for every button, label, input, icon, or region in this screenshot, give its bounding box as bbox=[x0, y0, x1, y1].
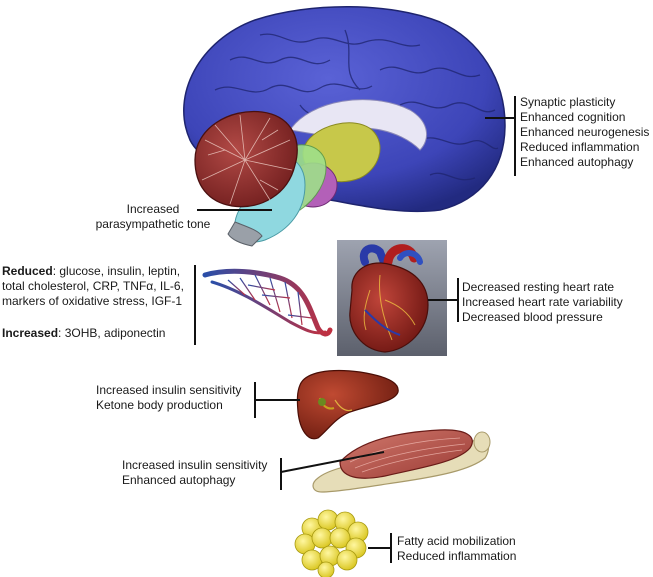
spinal-cord bbox=[227, 221, 263, 247]
liver-effect-item: Ketone body production bbox=[96, 398, 223, 412]
reduced-markers-line: : glucose, insulin, leptin, bbox=[52, 264, 181, 278]
brain-effect-item: Synaptic plasticity bbox=[520, 95, 616, 109]
brain-effects-list: Synaptic plasticity Enhanced cognition E… bbox=[520, 95, 649, 170]
muscle bbox=[339, 429, 473, 479]
muscle-illustration bbox=[312, 429, 491, 493]
muscle-effect-item: Enhanced autophagy bbox=[122, 473, 236, 487]
reduced-markers-line: total cholesterol, CRP, TNFα, IL-6, bbox=[2, 279, 184, 293]
brain-effect-item: Reduced inflammation bbox=[520, 140, 640, 154]
brain-effects-bracket bbox=[485, 96, 516, 176]
liver bbox=[296, 369, 399, 440]
cerebellum bbox=[194, 110, 298, 208]
liver-effects-list: Increased insulin sensitivity Ketone bod… bbox=[96, 383, 241, 413]
muscle-effect-item: Increased insulin sensitivity bbox=[122, 458, 268, 472]
blood-markers: Reduced: glucose, insulin, leptin, total… bbox=[2, 264, 184, 341]
adipose-effect-item: Reduced inflammation bbox=[397, 549, 517, 563]
increased-heading: Increased bbox=[2, 326, 59, 340]
liver-effects-bracket bbox=[254, 382, 300, 418]
brainstem-effect-line: parasympathetic tone bbox=[95, 217, 211, 231]
brain-illustration bbox=[183, 6, 506, 247]
adipose-effect-item: Fatty acid mobilization bbox=[397, 534, 516, 548]
heart bbox=[349, 262, 429, 353]
heart-effect-item: Decreased blood pressure bbox=[462, 310, 603, 324]
adipose-effects-list: Fatty acid mobilization Reduced inflamma… bbox=[397, 534, 516, 564]
muscle-effects-bracket bbox=[280, 451, 385, 490]
liver-illustration bbox=[296, 369, 399, 440]
blood-vessel-illustration bbox=[194, 265, 333, 345]
heart-illustration bbox=[337, 240, 447, 356]
heart-effect-item: Decreased resting heart rate bbox=[462, 280, 615, 294]
heart-effects-list: Decreased resting heart rate Increased h… bbox=[462, 280, 623, 325]
heart-effect-item: Increased heart rate variability bbox=[462, 295, 623, 309]
brain-effect-item: Enhanced neurogenesis bbox=[520, 125, 650, 139]
brainstem-effect-label: Increased parasympathetic tone bbox=[92, 202, 214, 232]
brain-effect-item: Enhanced cognition bbox=[520, 110, 626, 124]
increased-markers-line: : 3OHB, adiponectin bbox=[58, 326, 166, 340]
adipose-effects-bracket bbox=[368, 533, 392, 563]
brain-effect-item: Enhanced autophagy bbox=[520, 155, 634, 169]
brainstem-effect-line: Increased bbox=[126, 202, 180, 216]
reduced-markers-line: markers of oxidative stress, IGF-1 bbox=[2, 294, 183, 308]
liver-effect-item: Increased insulin sensitivity bbox=[96, 383, 242, 397]
reduced-heading: Reduced bbox=[2, 264, 53, 278]
muscle-effects-list: Increased insulin sensitivity Enhanced a… bbox=[122, 458, 267, 488]
adipose-illustration bbox=[294, 509, 369, 577]
